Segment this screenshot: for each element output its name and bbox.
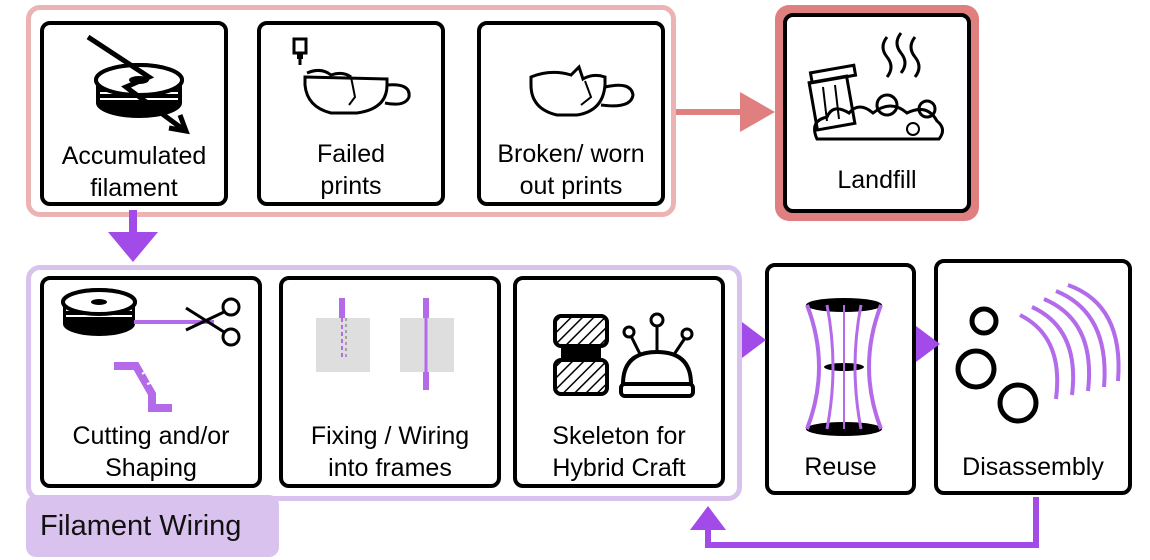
node-landfill[interactable]: Landfill xyxy=(783,13,971,213)
node-label: Failed prints xyxy=(316,140,386,200)
node-accumulated-filament[interactable]: Accumulated filament xyxy=(40,21,228,206)
node-cutting-shaping[interactable]: Cutting and/or Shaping xyxy=(40,276,262,488)
arrow-waste-to-landfill xyxy=(676,92,775,132)
failed-print-cup-icon xyxy=(292,37,411,115)
node-disassembly[interactable]: Disassembly xyxy=(934,259,1132,495)
filament-wiring-group xyxy=(26,265,742,501)
arrow-waste-to-wiring xyxy=(108,210,158,262)
arrow-wiring-to-reuse xyxy=(742,322,766,358)
hourglass-wire-icon xyxy=(805,298,883,436)
node-label: Cutting and/or Shaping xyxy=(72,422,230,482)
node-label: Broken/ worn out prints xyxy=(497,140,645,200)
node-label: Landfill xyxy=(837,166,917,194)
waste-group xyxy=(26,5,676,217)
broken-cup-icon xyxy=(529,64,635,117)
arrow-disassembly-to-wiring xyxy=(690,497,1039,548)
node-skeleton-hybrid[interactable]: Skeleton for Hybrid Craft xyxy=(513,276,725,488)
node-label: Skeleton for Hybrid Craft xyxy=(552,422,686,482)
trash-heap-icon xyxy=(807,32,944,141)
node-reuse[interactable]: Reuse xyxy=(765,263,916,495)
wire-frame-icon xyxy=(316,298,454,390)
node-failed-prints[interactable]: Failed prints xyxy=(257,21,445,206)
arrow-reuse-to-disassembly xyxy=(916,326,940,362)
node-label: Disassembly xyxy=(962,453,1104,481)
group-label-filament-wiring: Filament Wiring xyxy=(26,495,279,557)
filament-spool-icon xyxy=(86,34,190,135)
rings-arcs-icon xyxy=(955,283,1121,424)
node-label: Reuse xyxy=(804,453,877,481)
node-label: Accumulated filament xyxy=(61,142,207,202)
node-label: Fixing / Wiring into frames xyxy=(310,422,470,482)
spool-scissors-icon xyxy=(61,288,241,412)
node-fixing-wiring[interactable]: Fixing / Wiring into frames xyxy=(279,276,501,488)
yarn-pincushion-icon xyxy=(553,312,695,398)
node-broken-prints[interactable]: Broken/ worn out prints xyxy=(477,21,665,206)
